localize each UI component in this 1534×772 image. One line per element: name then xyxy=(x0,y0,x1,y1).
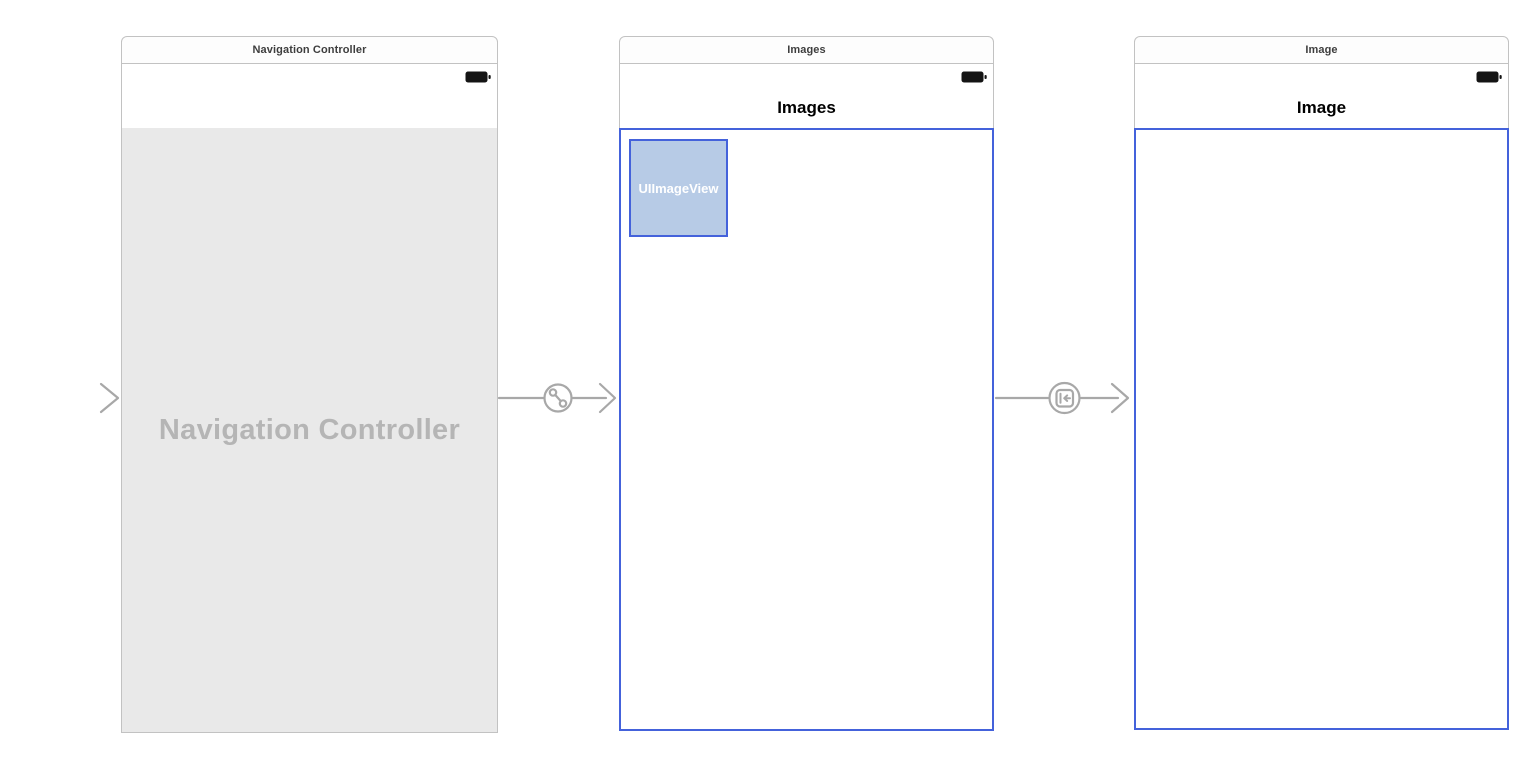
scene-titlebar-navigation-controller[interactable]: Navigation Controller xyxy=(121,36,498,64)
scene-navigation-controller[interactable]: Navigation Controller Navigation Control… xyxy=(121,36,498,733)
show-glyph-square xyxy=(1055,388,1075,408)
scene-image[interactable]: Image Image xyxy=(1134,36,1509,730)
relationship-segue[interactable] xyxy=(497,382,617,414)
battery-icon xyxy=(1476,71,1502,83)
scene-title-label: Image xyxy=(1305,44,1338,56)
navigation-controller-view[interactable]: Navigation Controller xyxy=(121,64,498,733)
scene-title-label: Images xyxy=(787,44,826,56)
images-navigation-bar: Images xyxy=(620,64,993,128)
scene-images[interactable]: Images Images UIImageView xyxy=(619,36,994,731)
scene-title-label: Navigation Controller xyxy=(252,44,367,56)
entry-point-arrow[interactable] xyxy=(20,382,120,414)
battery-icon xyxy=(465,71,491,83)
imageview-label: UIImageView xyxy=(638,180,719,196)
navigation-controller-watermark: Navigation Controller xyxy=(158,413,461,446)
entry-arrow-head xyxy=(99,382,120,414)
relationship-arrow-head xyxy=(598,382,617,414)
images-view-controller[interactable]: Images UIImageView xyxy=(619,64,994,731)
images-collection-view[interactable]: UIImageView xyxy=(619,128,994,731)
show-glyph-arrow-head xyxy=(1063,394,1069,402)
navigation-controller-body[interactable]: Navigation Controller xyxy=(122,128,497,732)
scene-titlebar-images[interactable]: Images xyxy=(619,36,994,64)
scene-titlebar-image[interactable]: Image xyxy=(1134,36,1509,64)
image-view-controller[interactable]: Image xyxy=(1134,64,1509,730)
image-nav-title: Image xyxy=(1296,98,1347,117)
relationship-glyph-dot-2 xyxy=(558,399,568,408)
relationship-glyph-dot-1 xyxy=(548,388,558,397)
images-nav-title: Images xyxy=(777,98,836,117)
battery-icon xyxy=(961,71,987,83)
image-detail-view[interactable] xyxy=(1134,128,1509,730)
navigation-bar-area xyxy=(122,64,497,128)
image-navigation-bar: Image xyxy=(1135,64,1508,128)
show-segue[interactable] xyxy=(994,381,1130,415)
show-arrow-head xyxy=(1110,382,1130,414)
imageview-cell[interactable]: UIImageView xyxy=(629,139,728,237)
